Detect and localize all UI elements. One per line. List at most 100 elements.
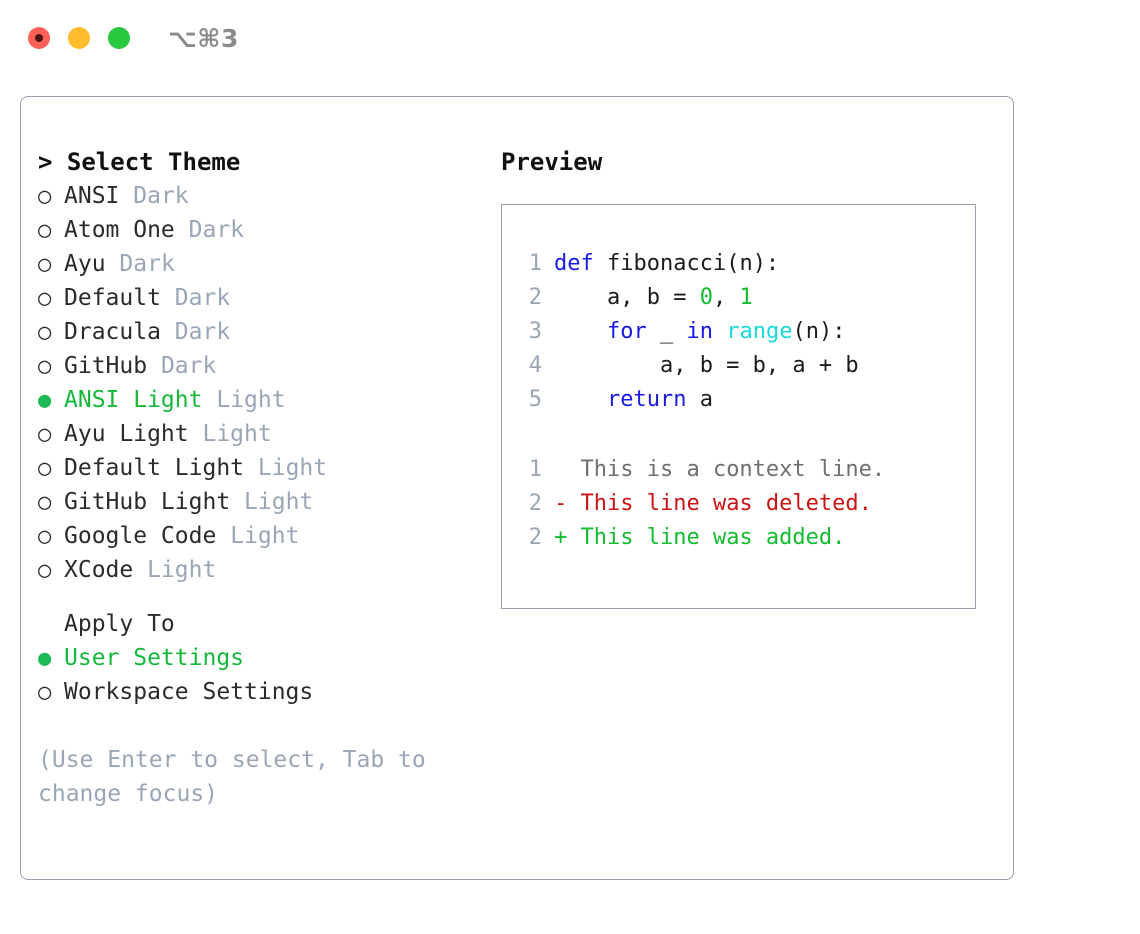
- code-token: a, b = b, a + b: [554, 353, 859, 378]
- theme-option-github[interactable]: ○GitHub Dark: [38, 349, 488, 383]
- theme-option-label: Atom One: [64, 217, 175, 243]
- apply-to-list: ●User Settings○Workspace Settings: [38, 641, 488, 709]
- apply-to-option-workspace-settings[interactable]: ○Workspace Settings: [38, 675, 488, 709]
- theme-option-github-light[interactable]: ○GitHub Light Light: [38, 485, 488, 519]
- apply-to-group: Apply To ●User Settings○Workspace Settin…: [38, 607, 488, 709]
- radio-unselected-icon: ○: [38, 558, 52, 583]
- radio-unselected-icon: ○: [38, 354, 52, 379]
- theme-option-dracula[interactable]: ○ Dracula Dark: [38, 315, 488, 349]
- theme-option-default-light[interactable]: ○ Default Light Light: [38, 451, 488, 485]
- code-token: def: [554, 251, 594, 276]
- theme-variant-tag: Dark: [174, 285, 231, 311]
- minimize-window-button[interactable]: [68, 27, 90, 49]
- spacer: [133, 553, 147, 587]
- preview-heading: Preview: [501, 148, 603, 176]
- diff-line-text: This line was deleted.: [567, 491, 872, 516]
- code-line-text: def fibonacci(n):: [554, 247, 779, 281]
- code-token: 0: [699, 285, 713, 310]
- diff-marker: [554, 453, 567, 487]
- code-line: 4 a, b = b, a + b: [514, 349, 859, 383]
- close-window-button[interactable]: [28, 27, 50, 49]
- code-line-number: 4: [528, 353, 542, 378]
- theme-option-label: Ayu: [64, 251, 106, 277]
- radio-unselected-icon: ○: [38, 218, 52, 243]
- code-line-text: a, b = b, a + b: [554, 349, 859, 383]
- spacer: [202, 383, 216, 417]
- theme-option-google-code[interactable]: ○ Google Code Light: [38, 519, 488, 553]
- diff-line-text: This is a context line.: [567, 457, 886, 482]
- spacer: [119, 179, 133, 213]
- code-line-text: for _ in range(n):: [554, 315, 845, 349]
- theme-option-label: Ayu Light: [64, 421, 189, 447]
- theme-option-xcode[interactable]: ○ XCode Light: [38, 553, 488, 587]
- theme-option-label: GitHub Light: [64, 489, 231, 515]
- theme-selector-column: > Select Theme ○ANSI Dark○Atom One Dark○…: [38, 145, 488, 811]
- radio-selected-icon: ●: [38, 388, 52, 413]
- diff-line: 2+ This line was added.: [514, 521, 885, 555]
- theme-variant-tag: Dark: [160, 353, 217, 379]
- code-line: 5 return a: [514, 383, 859, 417]
- spacer: [216, 519, 230, 553]
- theme-variant-tag: Light: [230, 523, 300, 549]
- window-title: ⌥⌘3: [168, 24, 239, 53]
- theme-variant-tag: Light: [244, 489, 314, 515]
- radio-unselected-icon: ○: [38, 184, 52, 209]
- diff-line-number: 2: [528, 491, 542, 516]
- theme-option-ayu-light[interactable]: ○ Ayu Light Light: [38, 417, 488, 451]
- theme-variant-tag: Dark: [133, 183, 189, 209]
- code-token: _: [646, 319, 687, 344]
- spacer: [230, 485, 244, 519]
- apply-to-option-user-settings[interactable]: ●User Settings: [38, 641, 488, 675]
- theme-option-atom-one[interactable]: ○Atom One Dark: [38, 213, 488, 247]
- code-token: (n):: [792, 319, 846, 344]
- main-panel: > Select Theme ○ANSI Dark○Atom One Dark○…: [20, 96, 1014, 880]
- apply-to-option-label: User Settings: [64, 645, 245, 671]
- theme-option-label: Default Light: [64, 455, 245, 481]
- code-line-number: 3: [528, 319, 542, 344]
- theme-variant-tag: Light: [257, 455, 328, 481]
- theme-variant-tag: Light: [202, 421, 272, 447]
- apply-to-label: Apply To: [64, 611, 175, 637]
- theme-option-ansi-light[interactable]: ●ANSI Light Light: [38, 383, 488, 417]
- theme-variant-tag: Dark: [174, 319, 231, 345]
- spacer: [175, 213, 189, 247]
- code-token: fibonacci(n):: [593, 251, 780, 276]
- theme-option-label: ANSI: [64, 183, 120, 209]
- theme-option-default[interactable]: ○Default Dark: [38, 281, 488, 315]
- diff-marker: +: [554, 525, 568, 550]
- theme-option-label: Google Code: [64, 523, 217, 549]
- spacer: [244, 451, 258, 485]
- diff-sample: 1 This is a context line.2- This line wa…: [514, 453, 885, 555]
- code-token: for: [606, 319, 647, 344]
- diff-line-text: This line was added.: [567, 525, 846, 550]
- code-line-number: 5: [528, 387, 542, 412]
- theme-option-ansi[interactable]: ○ ANSI Dark: [38, 179, 488, 213]
- radio-unselected-icon: ○: [38, 456, 52, 481]
- theme-variant-tag: Light: [147, 557, 217, 583]
- keyboard-hint-text: (Use Enter to select, Tab to change focu…: [38, 747, 426, 807]
- theme-option-ayu[interactable]: ○Ayu Dark: [38, 247, 488, 281]
- theme-option-label: Dracula: [64, 319, 161, 345]
- maximize-window-button[interactable]: [108, 27, 130, 49]
- radio-unselected-icon: ○: [38, 422, 52, 447]
- code-line-text: return a: [554, 383, 713, 417]
- theme-option-label: ANSI Light: [64, 387, 203, 413]
- code-token: a: [686, 387, 713, 412]
- radio-unselected-icon: ○: [38, 320, 52, 345]
- code-token: ,: [712, 285, 740, 310]
- code-token: [554, 319, 607, 344]
- theme-option-label: XCode: [64, 557, 134, 583]
- spacer: [161, 315, 175, 349]
- select-theme-heading: > Select Theme: [38, 148, 241, 176]
- code-token: a, b =: [554, 285, 700, 310]
- radio-unselected-icon: ○: [38, 524, 52, 549]
- code-token: 1: [739, 285, 753, 310]
- diff-line: 2- This line was deleted.: [514, 487, 885, 521]
- title-bar: ⌥⌘3: [0, 0, 1140, 80]
- code-token: in: [686, 319, 713, 344]
